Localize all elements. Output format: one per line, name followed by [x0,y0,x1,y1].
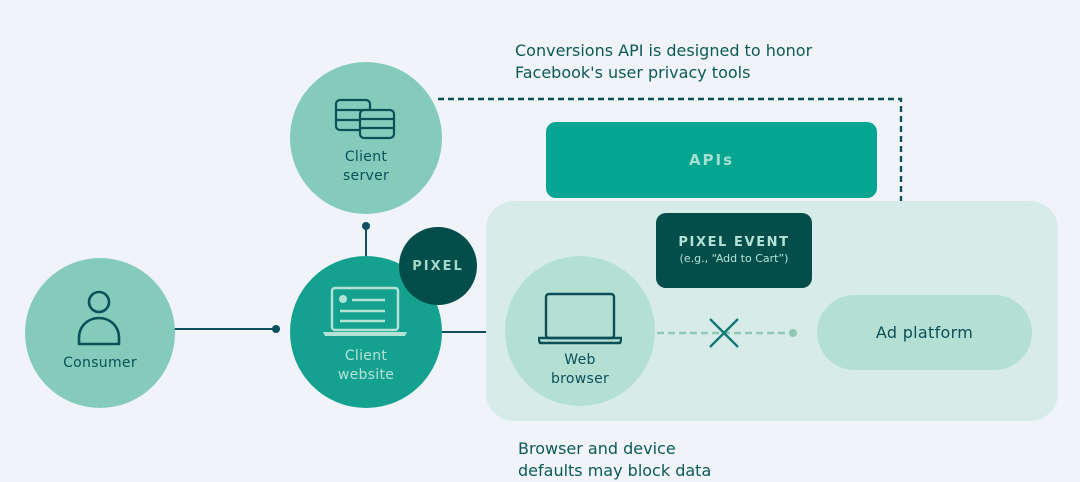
connector-dot [789,329,797,337]
client-website-label: Client website [290,347,442,385]
pixel-event-subtitle: (e.g., “Add to Cart”) [679,252,789,265]
consumer-label: Consumer [63,355,137,371]
web-browser-label-line2: browser [550,371,610,387]
database-icon [334,98,396,140]
connector-dot [362,222,370,230]
connector-dot [272,325,280,333]
laptop-icon [538,292,622,345]
pixel-label: PIXEL [412,258,464,274]
client-server-label-line2: server [342,168,390,184]
web-browser-label-line1: Web [564,352,596,368]
person-icon [77,290,121,346]
client-server-node: Client server [290,62,442,214]
ad-platform-label: Ad platform [875,323,974,342]
privacy-note-line1: Conversions API is designed to honor [515,41,813,60]
block-note-line2: defaults may block data [518,461,712,480]
client-server-label: Client server [290,148,442,186]
client-server-label-line1: Client [344,149,388,165]
laptop-icon [323,286,407,336]
consumer-node: Consumer [25,258,175,408]
block-note: Browser and device defaults may block da… [518,438,711,482]
client-website-label-line2: website [337,367,395,383]
block-note-line1: Browser and device [518,439,676,458]
privacy-note: Conversions API is designed to honor Fac… [515,40,812,84]
blocked-x-icon [709,318,739,348]
apis-label: APIs [688,151,735,169]
ad-platform-node: Ad platform [817,295,1032,370]
apis-box: APIs [546,122,877,198]
web-browser-label: Web browser [505,351,655,389]
pixel-event-box: PIXEL EVENT (e.g., “Add to Cart”) [656,213,812,288]
privacy-note-line2: Facebook's user privacy tools [515,63,751,82]
pixel-badge: PIXEL [399,227,477,305]
web-browser-node: Web browser [505,256,655,406]
client-website-label-line1: Client [344,348,388,364]
pixel-event-title: PIXEL EVENT [678,235,790,250]
